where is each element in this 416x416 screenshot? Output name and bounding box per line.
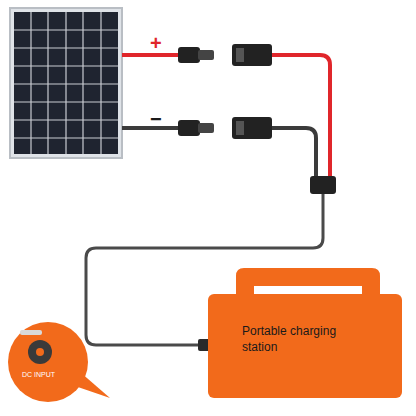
positive-wire bbox=[272, 55, 330, 178]
solar-panel bbox=[10, 8, 122, 158]
polarity-sign: + bbox=[150, 32, 162, 55]
mc4-connector bbox=[178, 44, 272, 139]
y-branch-connector bbox=[310, 176, 336, 194]
station-body: Portable charging station bbox=[208, 294, 402, 398]
negative-wire bbox=[272, 128, 316, 178]
node-text: Portable charging station bbox=[242, 324, 362, 355]
dc-input-callout bbox=[8, 322, 110, 402]
station-handle bbox=[236, 268, 380, 296]
polarity-sign: − bbox=[150, 108, 162, 131]
port-label: DC INPUT bbox=[22, 371, 55, 378]
